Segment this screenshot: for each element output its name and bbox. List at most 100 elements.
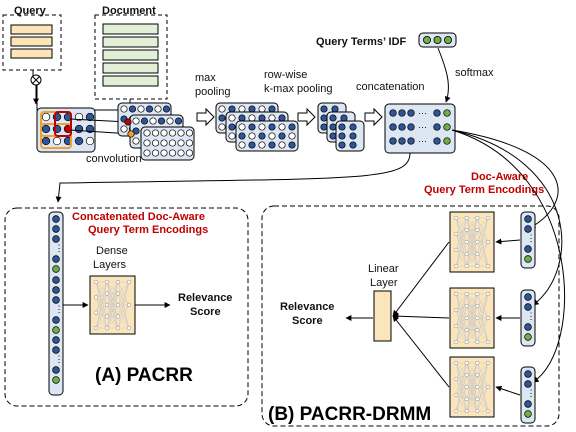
nn-edge <box>455 241 467 267</box>
cell-dot <box>52 265 60 273</box>
nn-edge <box>455 229 467 267</box>
nn-edge <box>466 217 478 267</box>
nn-edge <box>477 362 489 412</box>
pacrr-encoding-column: ⋮⋮⋮ <box>48 211 64 396</box>
cell-dot <box>238 123 246 131</box>
nn-edge <box>455 378 467 412</box>
nn-edge <box>477 241 489 267</box>
nn-edge <box>455 293 467 311</box>
cell-dot <box>433 123 441 131</box>
neural-network-icon <box>89 275 136 335</box>
softmax-label: softmax <box>455 67 494 79</box>
nn-edge <box>455 233 467 243</box>
nn-node <box>464 372 469 378</box>
nn-edge <box>455 293 467 343</box>
nn-node <box>464 303 469 309</box>
cell-dot <box>278 141 286 149</box>
nn-node <box>93 310 99 315</box>
cell-dot <box>52 336 60 344</box>
nn-node <box>475 408 480 414</box>
nn-node <box>126 325 132 331</box>
nn-edge <box>455 362 467 388</box>
ellipsis-mark: ⋮ <box>527 311 536 321</box>
ellipsis-mark: ⋮ <box>527 233 536 243</box>
nn-edge <box>455 317 467 343</box>
cell-dot <box>349 132 357 140</box>
nn-edge <box>477 293 489 343</box>
cell-dot <box>338 132 346 140</box>
nn-edge <box>455 217 467 255</box>
nn-edge <box>455 249 467 267</box>
cell-dot <box>145 105 154 113</box>
nn-edge <box>455 293 467 331</box>
cell-dot <box>389 109 397 117</box>
cell-dot <box>41 112 51 122</box>
linear-layer-label-2: Layer <box>370 277 398 289</box>
cell-dot <box>288 141 296 149</box>
nn-node <box>475 239 480 245</box>
cell-dot <box>389 137 397 145</box>
nn-edge <box>466 253 478 267</box>
nn-node <box>485 291 491 297</box>
nn-edge <box>477 293 489 307</box>
nn-edge <box>117 281 130 306</box>
nn-node <box>475 327 480 333</box>
nn-edge <box>477 386 489 400</box>
mlp-to-linear-arrow <box>392 315 450 388</box>
idf-vector: Query Terms’ IDF <box>316 32 457 48</box>
cell-dot <box>41 124 51 134</box>
cell-dot <box>407 137 415 145</box>
cell-dot <box>127 130 135 138</box>
cell-dot <box>74 136 84 146</box>
cell-dot <box>52 376 60 384</box>
cell-dot <box>177 129 185 137</box>
cell-dot <box>177 139 185 147</box>
nn-node <box>464 315 469 321</box>
cell-dot <box>228 105 236 113</box>
cell-dot <box>52 326 60 334</box>
drmm-input-arrow-1 <box>451 129 559 229</box>
nn-node <box>104 314 110 319</box>
ellipsis-mark: ⋮ <box>55 354 64 364</box>
cell-dot <box>248 123 256 131</box>
nn-edge <box>455 378 467 388</box>
cell-dot <box>52 215 60 223</box>
cell-dot <box>524 215 532 223</box>
nn-node <box>453 247 459 253</box>
cell-dot <box>258 141 266 149</box>
nn-edge <box>477 362 489 376</box>
cell-dot <box>52 235 60 243</box>
nn-node <box>115 325 121 331</box>
ellipsis-mark: ··· <box>418 122 427 132</box>
document-input: Document <box>94 5 168 100</box>
cell-dot <box>228 132 236 140</box>
nn-node <box>475 339 480 345</box>
nn-edge <box>106 293 119 329</box>
nn-edge <box>455 217 467 231</box>
nn-node <box>485 315 491 321</box>
cell-dot <box>524 225 532 233</box>
nn-edge <box>477 241 489 255</box>
nn-node <box>104 279 110 285</box>
nn-edge <box>455 293 467 307</box>
cell-dot <box>278 132 286 140</box>
nn-node <box>93 295 99 300</box>
nn-node <box>115 291 121 296</box>
conv-feature-maps <box>117 102 195 161</box>
cell-dot <box>524 293 532 301</box>
convolution-label: convolution <box>86 153 142 165</box>
nn-edge <box>477 293 489 319</box>
nn-edge <box>466 293 478 331</box>
nn-node <box>475 315 480 321</box>
cell-dot <box>218 123 226 131</box>
nn-node <box>104 302 110 308</box>
drmm-encoding-column <box>520 366 536 424</box>
dense-layers-label-2: Layers <box>93 259 127 271</box>
drmm-mlp-blocks <box>392 211 521 418</box>
cell-dot <box>52 276 60 284</box>
nn-edge <box>455 229 467 251</box>
nn-edge <box>455 293 467 327</box>
nn-node <box>115 314 121 319</box>
concatenation-label: concatenation <box>356 81 425 93</box>
nn-node <box>475 372 480 378</box>
